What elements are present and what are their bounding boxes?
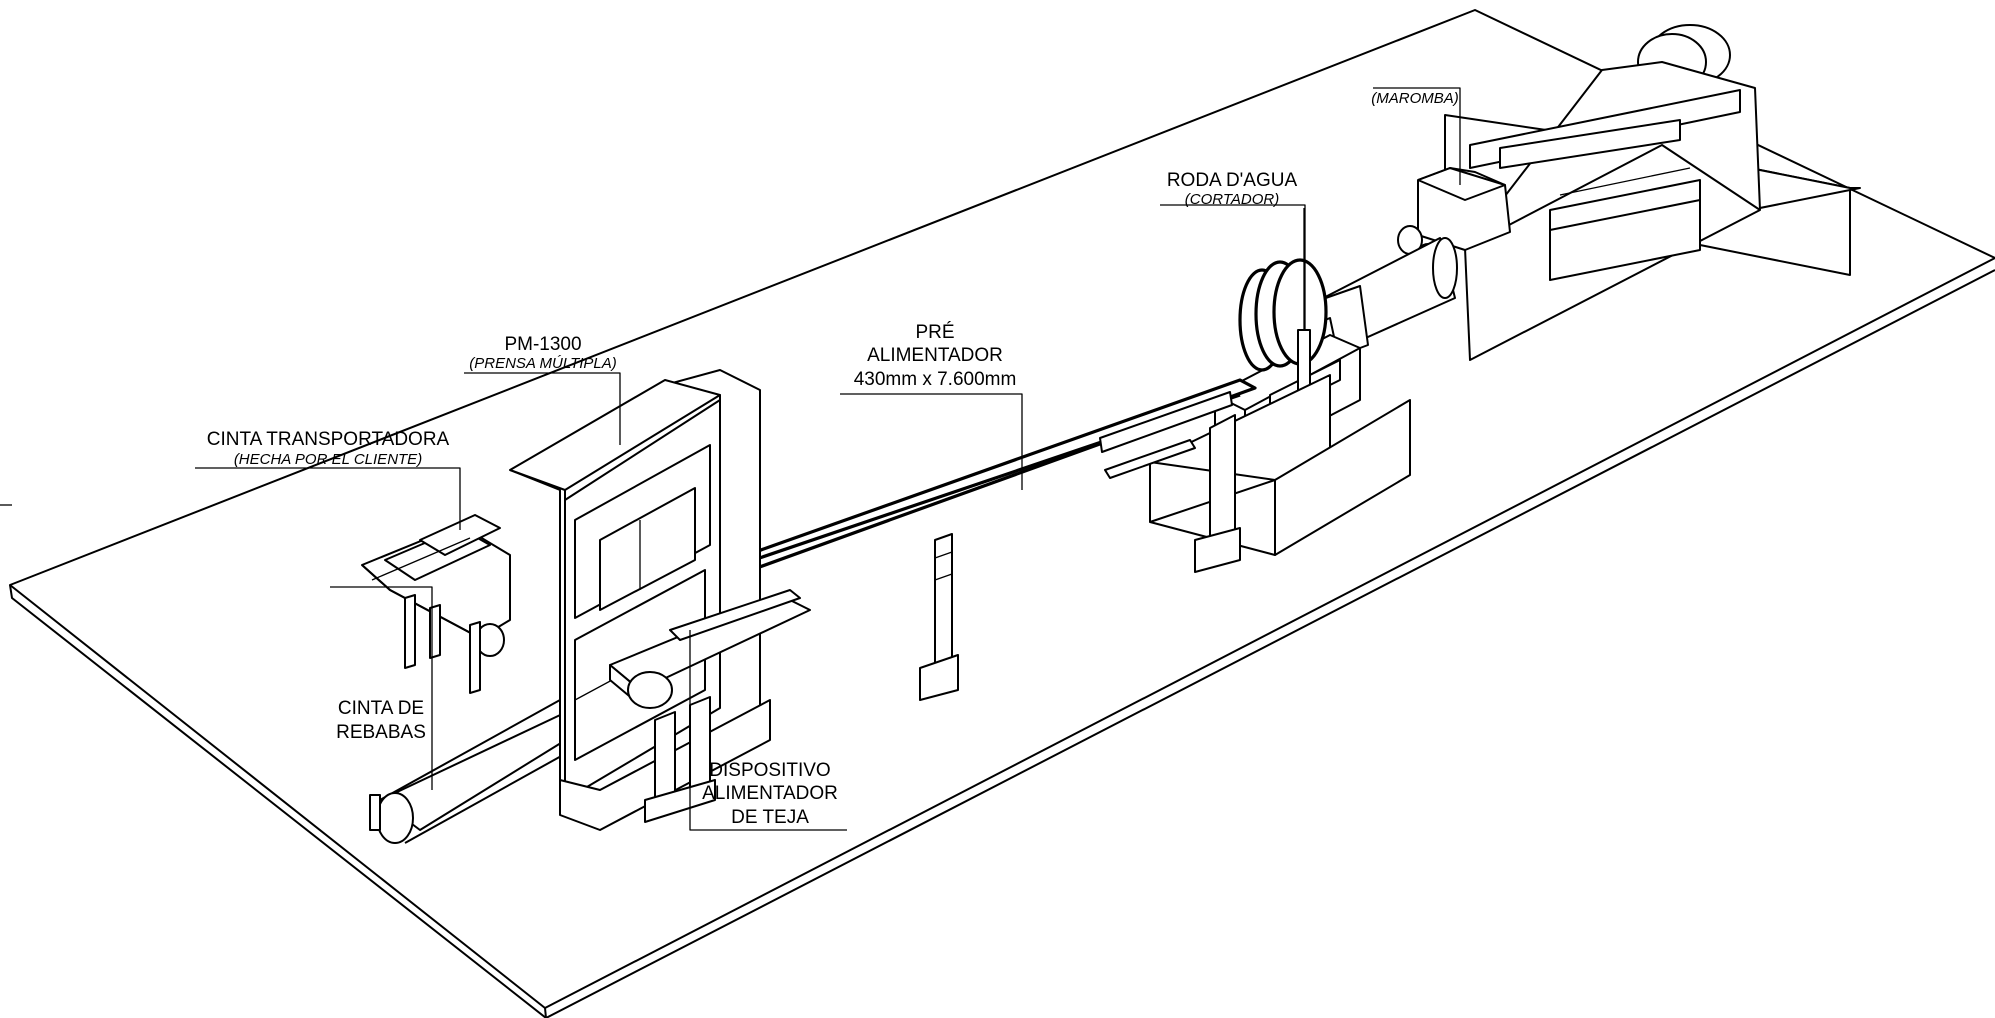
- label-cinta-transportadora-title: CINTA TRANSPORTADORA: [207, 429, 450, 450]
- label-roda-dagua-title: RODA D'AGUA: [1167, 170, 1298, 191]
- cinta-transportadora: [361, 514, 511, 694]
- label-dispositivo-line1: DISPOSITIVO: [709, 760, 830, 781]
- label-cinta-rebabas-line1: CINTA DE: [338, 698, 424, 719]
- label-dispositivo-line3: DE TEJA: [731, 807, 809, 828]
- label-roda-dagua-sub: (CORTADOR): [1185, 191, 1279, 208]
- label-cinta-rebabas-line2: REBABAS: [336, 722, 426, 743]
- label-maromba: (MAROMBA): [1371, 90, 1459, 107]
- label-pre-alimentador-dimensions: 430mm x 7.600mm: [854, 369, 1017, 390]
- label-pm-1300-title: PM-1300: [504, 334, 581, 355]
- label-pm-1300-sub: (PRENSA MÚLTIPLA): [469, 355, 617, 372]
- label-pre-alimentador-line2: ALIMENTADOR: [867, 345, 1003, 366]
- maromba-extruder: [1464, 24, 1761, 361]
- label-dispositivo-line2: ALIMENTADOR: [702, 783, 838, 804]
- leader-lines: [0, 87, 1461, 831]
- label-cinta-transportadora-sub: (HECHA POR EL CLIENTE): [234, 451, 422, 468]
- label-pre-alimentador-line1: PRÉ: [915, 322, 954, 343]
- cinta-de-rebabas: [369, 699, 591, 844]
- cutter-base: [1149, 374, 1411, 573]
- labels: (MAROMBA) RODA D'AGUA (CORTADOR) PRÉ ALI…: [207, 90, 1459, 828]
- dispositivo-alimentador: [609, 589, 811, 823]
